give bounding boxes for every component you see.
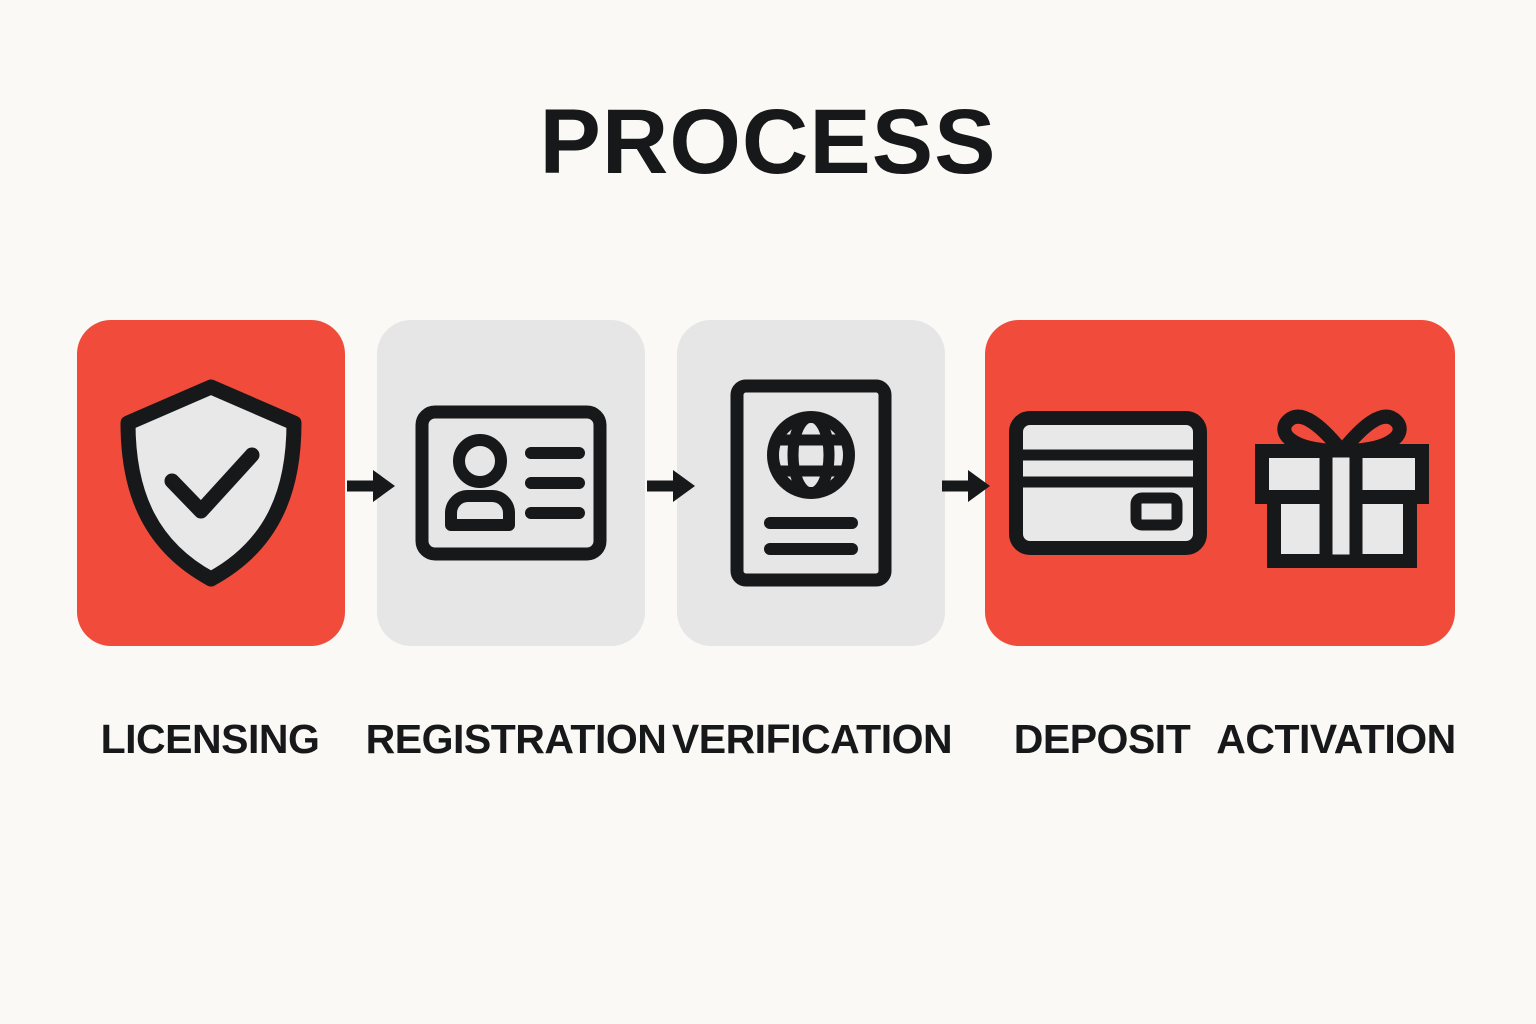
step-label-registration: REGISTRATION [365,716,667,762]
step-label-deposit: DEPOSIT [1013,716,1191,762]
process-labels-row: LICENSING REGISTRATION VERIFICATION DEPO… [0,716,1536,776]
page-title: PROCESS [539,91,997,193]
step-label-licensing: LICENSING [100,716,320,762]
passport-globe-icon [728,377,894,589]
arrow-right-icon [645,462,699,510]
gift-box-icon [1252,395,1432,571]
credit-card-icon [1008,410,1208,556]
step-label-activation: ACTIVATION [1216,716,1456,762]
arrow-right-icon [940,462,994,510]
process-steps-row [0,320,1536,646]
step-card-licensing[interactable] [77,320,345,646]
shield-check-icon [118,375,304,591]
step-card-verification[interactable] [677,320,945,646]
step-label-verification: VERIFICATION [671,716,953,762]
arrow-right-icon [345,462,399,510]
id-card-icon [413,403,609,563]
step-card-registration[interactable] [377,320,645,646]
step-card-deposit-activation[interactable] [985,320,1455,646]
